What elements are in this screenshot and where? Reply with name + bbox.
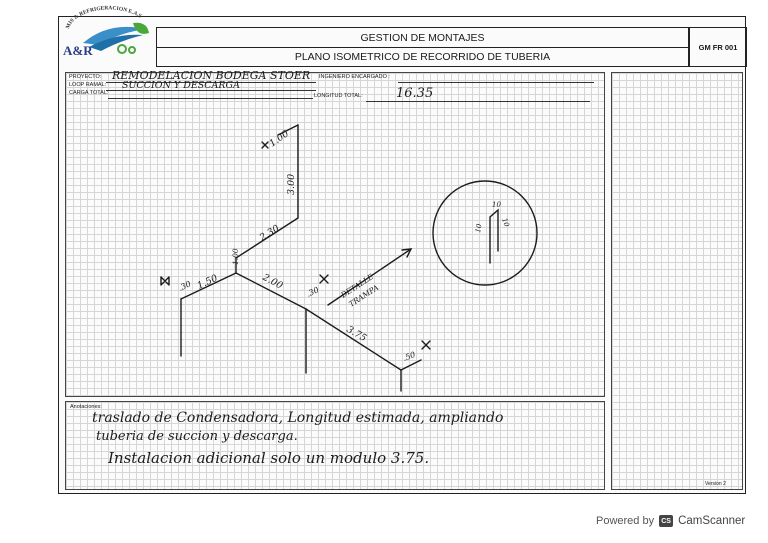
proyecto-label: PROYECTO: [69, 74, 102, 80]
header-title-box: GESTION DE MONTAJES PLANO ISOMETRICO DE … [156, 27, 689, 67]
company-logo: MIS & REFRIGERACION E.A.S A&R [63, 5, 149, 58]
loop-ramal-value: SUCCION Y DESCARGA [122, 80, 241, 91]
dim-mid-0-30: .30 [305, 285, 320, 299]
logo-text: A&R [63, 43, 93, 58]
svg-text:MIS & REFRIGERACION E.A.S: MIS & REFRIGERACION E.A.S [65, 5, 142, 29]
pipe-top-stub [277, 124, 299, 136]
camscanner-watermark: Powered by CS CamScanner [596, 515, 745, 527]
header-subtitle: PLANO ISOMETRICO DE RECORRIDO DE TUBERIA [157, 47, 688, 66]
dim-right-0-50: .50 [402, 350, 417, 363]
camscanner-icon: CS [659, 515, 674, 527]
form-sheet: MIS & REFRIGERACION E.A.S A&R GESTION DE… [58, 5, 747, 494]
detail-circle [432, 180, 538, 286]
annotation-line-2: tuberia de succion y descarga. [96, 429, 298, 444]
side-grid-panel [611, 72, 743, 490]
detail-trap [489, 208, 499, 264]
valve-top [261, 141, 269, 149]
proyecto-value: REMODELACION BODEGA STOER [112, 69, 311, 82]
valve-mid [319, 274, 329, 284]
powered-by-text: Powered by [596, 515, 655, 527]
dim-3-00: 3.00 [286, 174, 297, 195]
logo-arc-text: MIS & REFRIGERACION E.A.S [65, 5, 142, 29]
pipe-1-50 [180, 272, 237, 300]
detail-dim-left: 10 [474, 223, 484, 234]
longitud-total-label: LONGITUD TOTAL: [314, 93, 363, 99]
isometric-sketch: 1.00 3.00 2.30 1.00 1.50 .30 2.00 .30 3.… [160, 124, 538, 392]
detail-arrow-head [401, 248, 413, 258]
pipe-right-stub [400, 359, 422, 371]
annotation-line-1: traslado de Condensadora, Longitud estim… [92, 410, 504, 426]
version-label: Version 2 [705, 481, 726, 487]
dim-2-00: 2.00 [260, 271, 285, 291]
detail-dim-right: 10 [500, 217, 511, 229]
isometric-drawing-area: PROYECTO: REMODELACION BODEGA STOER INGE… [65, 69, 605, 397]
dim-1-50: 1.50 [196, 273, 220, 292]
dim-2-30: 2.30 [257, 223, 282, 244]
longitud-total-value: 16.35 [396, 86, 434, 101]
loop-ramal-label: LOOP RAMAL: [69, 82, 107, 88]
pipe-2-00 [235, 272, 307, 310]
pipe-2-30 [235, 217, 299, 259]
header-title: GESTION DE MONTAJES [360, 31, 485, 44]
document-code: GM FR 001 [689, 27, 747, 67]
annotations-label: Anotaciones: [70, 404, 102, 410]
pipe-3-75 [305, 308, 402, 371]
dim-top-1-00: 1.00 [267, 128, 291, 149]
valve-left [160, 276, 170, 286]
detail-dim-top: 10 [492, 201, 501, 209]
valve-right [421, 340, 431, 350]
carga-total-label: CARGA TOTAL: [69, 90, 109, 96]
annotations-area: Anotaciones: traslado de Condensadora, L… [65, 401, 605, 490]
camscanner-name: CamScanner [678, 515, 746, 527]
detail-arrow-line [327, 248, 412, 306]
ingeniero-label: INGENIERO ENCARGADO : [319, 74, 390, 80]
dim-left-0-30: .30 [177, 279, 192, 293]
annotation-line-3: Instalacion adicional solo un modulo 3.7… [108, 449, 430, 467]
dim-mid-1-00: 1.00 [231, 248, 240, 265]
